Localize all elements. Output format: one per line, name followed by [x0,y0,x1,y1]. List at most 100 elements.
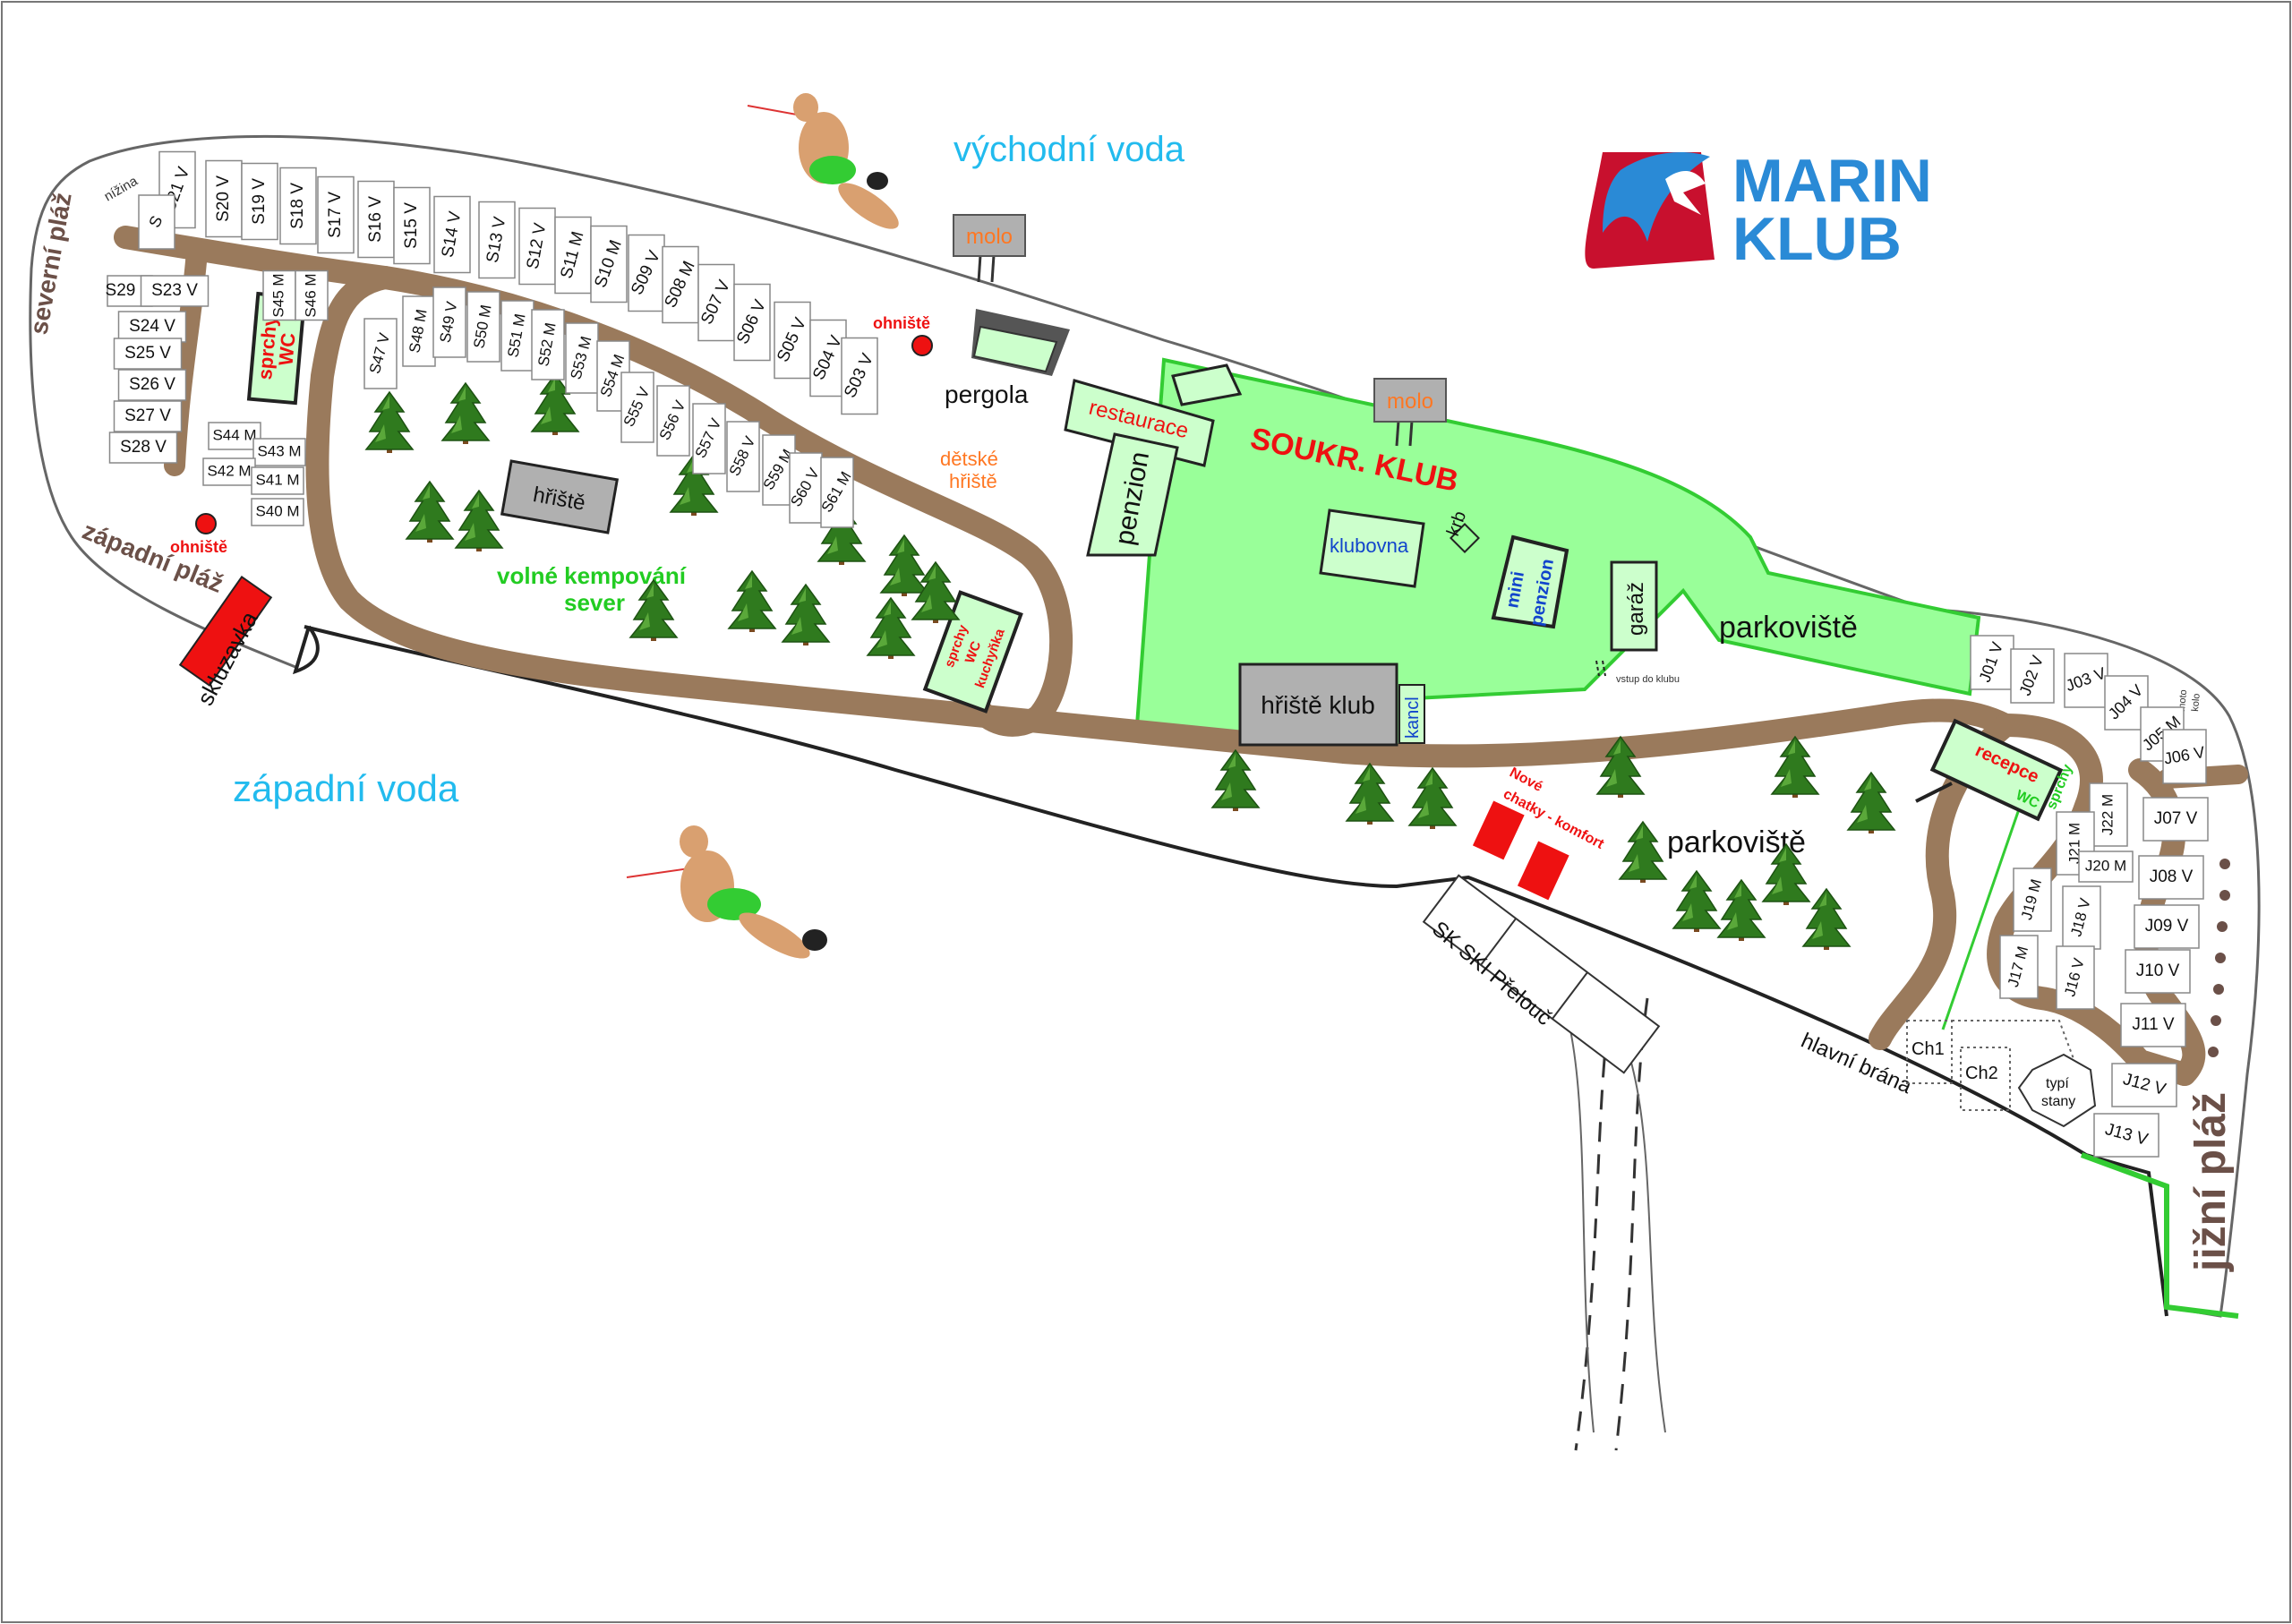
plot-s61-m[interactable]: S61 M [818,457,855,528]
restaurant-building: restaurace [1064,363,1243,467]
plot-j07-v[interactable]: J07 V [2142,797,2209,842]
plot-j22-m[interactable]: J22 M [2089,782,2128,847]
plot-s14-v[interactable]: S14 V [433,195,471,274]
green-boundary-south [2080,1152,2239,1319]
plot-s48-m[interactable]: S48 M [402,295,436,367]
plot-j03-v[interactable]: J03 V [2064,653,2108,708]
wc-north-label-2: WC [274,332,299,367]
penzion-building: penzion [1086,432,1179,557]
plot-label: J20 M [2085,857,2126,874]
peninsula-outline [29,134,2261,1318]
reception-barrier [1915,782,1953,803]
plot-s18-v[interactable]: S18 V [279,167,317,245]
plot-label: S40 M [255,502,299,519]
plot-s27-v[interactable]: S27 V [113,400,183,432]
plot-s41-m[interactable]: S41 M [251,466,304,495]
plot-s06-v[interactable]: S06 V [733,283,771,362]
klubovna-building: klubovna [1319,509,1425,588]
plot-s58-v[interactable]: S58 V [726,421,760,492]
plot-s49-v[interactable]: S49 V [432,286,466,358]
plot-s13-v[interactable]: S13 V [478,201,516,279]
south-shoreline [292,625,2168,1317]
plot-s42-m[interactable]: S42 M [202,457,256,486]
green-boundary-recepce [1941,782,2030,1030]
chalet-label: Ch1 [1911,1039,1945,1059]
plot-s03-v[interactable]: S03 V [841,337,878,415]
plot-s04-v[interactable]: S04 V [809,319,847,397]
plot-s10-m[interactable]: S10 M [590,225,628,303]
plot-j13-v[interactable]: J13 V [2093,1113,2159,1158]
pergola-label: pergola [945,380,1029,408]
plot-s05-v[interactable]: S05 V [774,301,811,380]
plot-label: S23 V [151,281,198,300]
plot-j17-m[interactable]: J17 M [1999,935,2039,999]
club-entrance-marker [1602,660,1606,677]
plot-s17-v[interactable]: S17 V [317,175,355,254]
beach-markers [2208,859,2230,1057]
plot-s16-v[interactable]: S16 V [357,180,395,259]
plot-j20-m[interactable]: J20 M [2078,850,2134,883]
plot-s40-m[interactable]: S40 M [251,498,304,526]
plot-s53-m[interactable]: S53 M [565,322,599,394]
plot-j01-v[interactable]: J01 V [1970,635,2014,690]
plot-label: S46 M [302,273,319,317]
plot-label: S42 M [207,462,251,479]
plot-s08-m[interactable]: S08 M [661,245,699,324]
plot-j02-v[interactable]: J02 V [2010,648,2055,704]
plot-label: S28 V [120,438,167,457]
plot-label: S45 M [269,273,286,317]
plot-j16-v[interactable]: J16 V [2056,945,2095,1010]
plot-s60-v[interactable]: S60 V [787,452,823,524]
plot-j06-v[interactable]: J06 V [2162,729,2207,784]
mini-penzion-building: mini penzion [1491,534,1569,629]
plot-s28-v[interactable]: S28 V [108,432,178,464]
plot-j10-v[interactable]: J10 V [2125,949,2191,994]
plot-s52-m[interactable]: S52 M [531,309,565,380]
plot-label: S41 M [255,471,299,488]
plot-s09-v[interactable]: S09 V [628,234,665,312]
pier-north: molo [953,214,1026,283]
kids-playground-label-2: hřiště [949,470,997,492]
plot-s57-v[interactable]: S57 V [692,403,726,474]
plot-j12-v[interactable]: J12 V [2111,1063,2177,1107]
plot-label: S26 V [129,375,175,394]
plot-s47-v[interactable]: S47 V [363,318,398,389]
plot-s44-m[interactable]: S44 M [208,422,261,450]
fireplace-icon [195,513,217,534]
parking-label: parkoviště [1719,611,1858,645]
access-road-left [1574,993,1613,1451]
club-playground-label: hřiště klub [1261,691,1375,719]
plot-s46-m[interactable]: S46 M [295,269,329,321]
plot-label: J08 V [2150,868,2194,886]
plot-s50-m[interactable]: S50 M [466,291,500,363]
plot-s55-v[interactable]: S55 V [620,372,654,443]
plot-s51-m[interactable]: S51 M [500,300,535,372]
pier-club-label: molo [1387,389,1433,414]
plot-j08-v[interactable]: J08 V [2138,855,2204,900]
chalet-label-2: Ch2 [1965,1064,1998,1083]
plot-s24-v[interactable]: S24 V [117,311,187,343]
plot-s12-v[interactable]: S12 V [518,207,556,286]
plot-s43-m[interactable]: S43 M [252,438,306,466]
plot-j18-v[interactable]: J18 V [2062,885,2101,950]
plot-s15-v[interactable]: S15 V [393,186,431,265]
west-water-label: západní voda [233,767,459,809]
plot-label: J07 V [2154,809,2198,828]
plot-s[interactable]: S [138,194,175,250]
plot-s25-v[interactable]: S25 V [113,338,183,370]
plot-j11-v[interactable]: J11 V [2120,1003,2186,1047]
plot-s26-v[interactable]: S26 V [117,369,187,401]
plot-s56-v[interactable]: S56 V [656,385,690,457]
plot-label: S27 V [124,406,171,425]
plot-label: S18 V [288,183,307,229]
swimmer-icon [747,93,899,229]
plot-j09-v[interactable]: J09 V [2134,904,2200,949]
plot-s07-v[interactable]: S07 V [697,263,735,342]
plot-s11-m[interactable]: S11 M [554,216,592,295]
plot-j19-m[interactable]: J19 M [2013,868,2052,932]
plot-s45-m[interactable]: S45 M [262,269,296,321]
teepee-label: typí [2046,1076,2069,1091]
plot-s19-v[interactable]: S19 V [241,162,278,241]
plot-s23-v[interactable]: S23 V [140,275,210,307]
plot-s20-v[interactable]: S20 V [205,159,243,238]
